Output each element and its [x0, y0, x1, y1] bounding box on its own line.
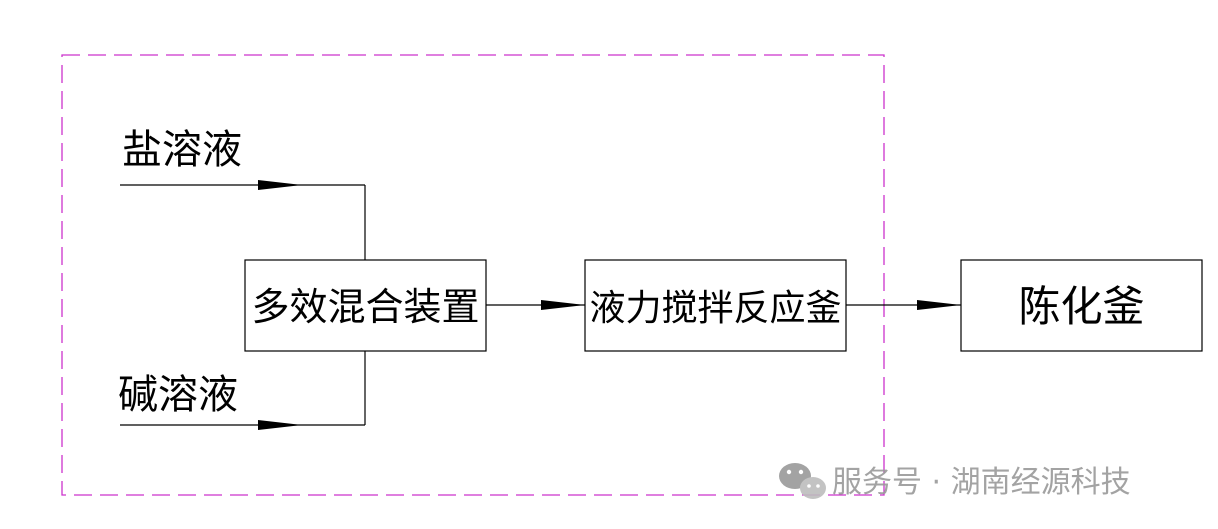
watermark-text: 服务号 · 湖南经源科技 — [832, 465, 1131, 500]
mixer-box — [244, 259, 487, 352]
reactor-label: 液力搅拌反应釜 — [589, 288, 841, 329]
mixer-label: 多效混合装置 — [251, 285, 479, 329]
watermark: 服务号 · 湖南经源科技 — [779, 463, 1131, 500]
alkali-solution-label: 碱溶液 — [118, 372, 238, 418]
salt-solution-label: 盐溶液 — [122, 127, 242, 173]
wechat-icon — [779, 463, 826, 499]
dashed-enclosure — [61, 54, 885, 496]
aging-box — [960, 259, 1203, 352]
aging-label: 陈化釜 — [1018, 282, 1144, 331]
reactor-box — [584, 259, 847, 352]
